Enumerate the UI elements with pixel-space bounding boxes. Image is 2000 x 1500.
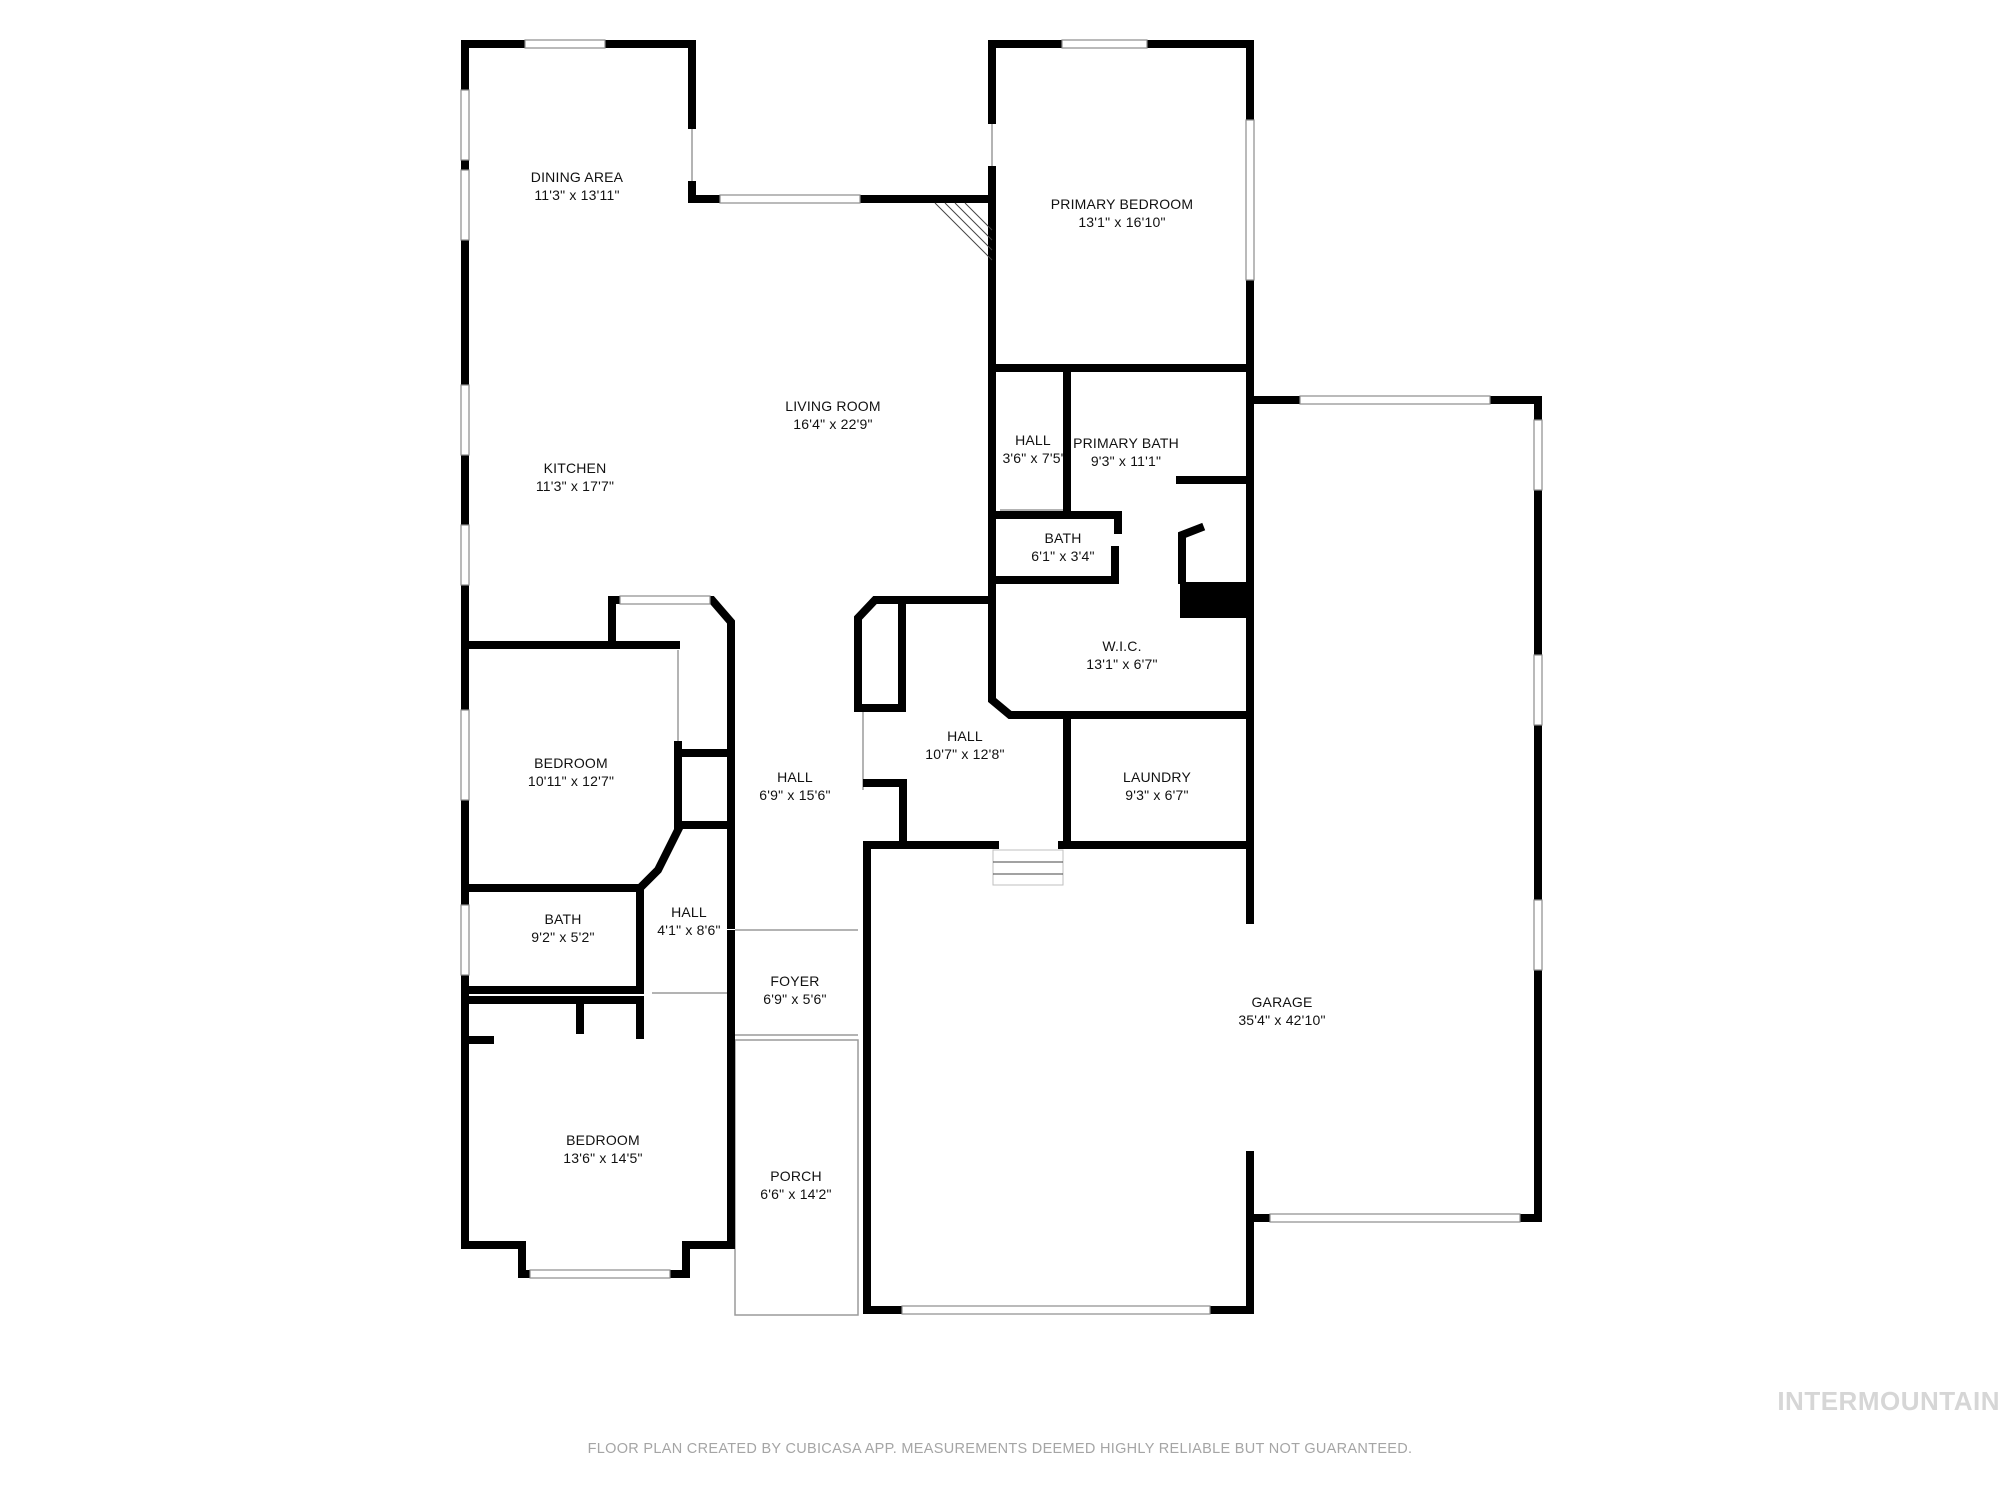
room-name: W.I.C.: [1102, 638, 1141, 654]
room-name: HALL: [1015, 432, 1051, 448]
room-name: PRIMARY BEDROOM: [1051, 196, 1194, 212]
room-label-bedroom-a: BEDROOM 10'11" x 12'7": [528, 755, 614, 789]
footer-disclaimer: FLOOR PLAN CREATED BY CUBICASA APP. MEAS…: [587, 1441, 1413, 1457]
room-name: HALL: [947, 728, 983, 744]
room-name: PORCH: [770, 1168, 822, 1184]
room-dimensions: 13'1" x 6'7": [1086, 656, 1157, 672]
room-label-primary-bath: PRIMARY BATH 9'3" x 11'1": [1073, 435, 1179, 469]
room-dimensions: 10'7" x 12'8": [925, 746, 1004, 762]
room-dimensions: 6'9" x 5'6": [763, 991, 826, 1007]
room-dimensions: 35'4" x 42'10": [1238, 1012, 1325, 1028]
room-dimensions: 6'6" x 14'2": [760, 1186, 831, 1202]
room-label-laundry: LAUNDRY 9'3" x 6'7": [1123, 769, 1192, 803]
room-label-hall-d: HALL 4'1" x 8'6": [657, 904, 720, 938]
room-name: GARAGE: [1251, 994, 1312, 1010]
room-name: BATH: [544, 911, 581, 927]
room-name: BATH: [1044, 530, 1081, 546]
windows: [460, 39, 1543, 1315]
room-name: FOYER: [770, 973, 819, 989]
room-name: BEDROOM: [566, 1132, 640, 1148]
room-label-kitchen: KITCHEN 11'3" x 17'7": [536, 460, 614, 494]
room-dimensions: 9'3" x 11'1": [1091, 453, 1161, 469]
room-dimensions: 13'1" x 16'10": [1078, 214, 1165, 230]
room-dimensions: 3'6" x 7'5': [1002, 450, 1063, 466]
room-label-bedroom-b: BEDROOM 13'6" x 14'5": [563, 1132, 642, 1166]
room-label-hall-a: HALL 3'6" x 7'5': [1002, 432, 1063, 466]
room-label-living-room: LIVING ROOM 16'4" x 22'9": [785, 398, 881, 432]
room-dimensions: 6'9" x 15'6": [759, 787, 830, 803]
room-name: BEDROOM: [534, 755, 608, 771]
room-label-wic: W.I.C. 13'1" x 6'7": [1086, 638, 1157, 672]
room-label-garage: GARAGE 35'4" x 42'10": [1238, 994, 1325, 1028]
room-name: DINING AREA: [531, 169, 624, 185]
room-dimensions: 9'3" x 6'7": [1125, 787, 1188, 803]
room-label-porch: PORCH 6'6" x 14'2": [760, 1168, 831, 1202]
room-label-hall-c: HALL 6'9" x 15'6": [759, 769, 830, 803]
walls: [461, 40, 1542, 1314]
corner-stairs: [934, 202, 993, 261]
solid-block: [1180, 582, 1246, 618]
room-dimensions: 4'1" x 8'6": [657, 922, 720, 938]
room-dimensions: 13'6" x 14'5": [563, 1150, 642, 1166]
room-label-foyer: FOYER 6'9" x 5'6": [763, 973, 826, 1007]
room-dimensions: 9'2" x 5'2": [531, 929, 594, 945]
room-name: HALL: [777, 769, 813, 785]
room-label-hall-b: HALL 10'7" x 12'8": [925, 728, 1004, 762]
room-dimensions: 6'1" x 3'4": [1031, 548, 1094, 564]
room-name: KITCHEN: [544, 460, 607, 476]
room-name: LAUNDRY: [1123, 769, 1192, 785]
watermark: INTERMOUNTAIN: [1777, 1386, 2000, 1416]
room-dimensions: 11'3" x 17'7": [536, 478, 614, 494]
room-dimensions: 10'11" x 12'7": [528, 773, 614, 789]
room-label-bath-a: BATH 6'1" x 3'4": [1031, 530, 1094, 564]
room-name: PRIMARY BATH: [1073, 435, 1179, 451]
room-label-primary-bedroom: PRIMARY BEDROOM 13'1" x 16'10": [1051, 196, 1194, 230]
room-dimensions: 11'3" x 13'11": [534, 187, 619, 203]
garage-entry-steps: [992, 849, 1064, 886]
room-dimensions: 16'4" x 22'9": [793, 416, 872, 432]
room-label-bath-b: BATH 9'2" x 5'2": [531, 911, 594, 945]
room-label-dining-area: DINING AREA 11'3" x 13'11": [531, 169, 624, 203]
room-name: LIVING ROOM: [785, 398, 881, 414]
room-name: HALL: [671, 904, 707, 920]
room-labels: DINING AREA 11'3" x 13'11" LIVING ROOM 16'4…: [528, 169, 1326, 1202]
